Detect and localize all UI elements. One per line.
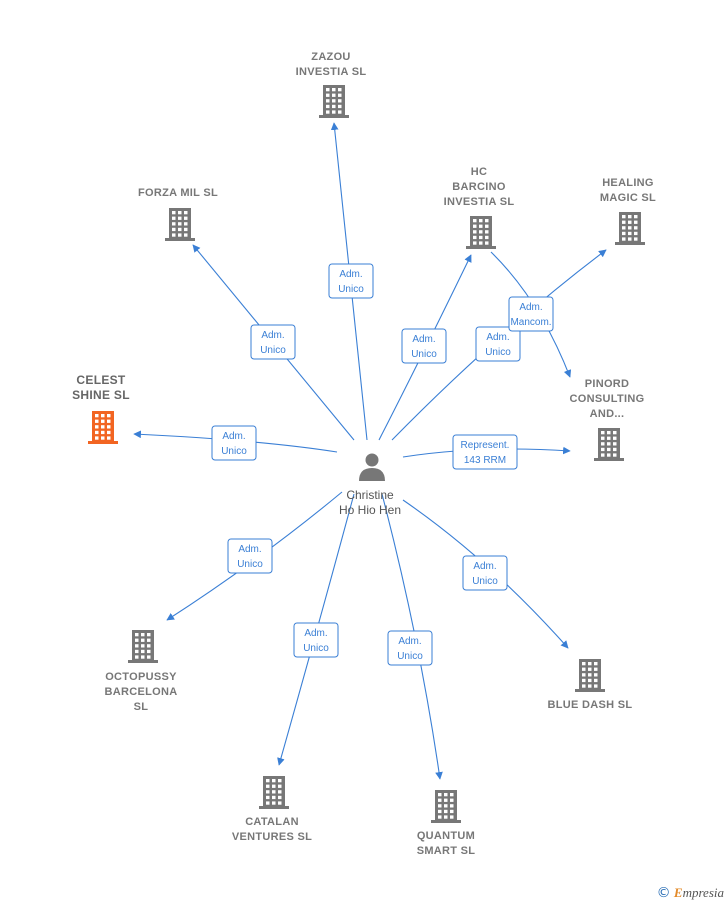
company-name-label: HC <box>471 166 488 178</box>
edge-label-box <box>293 622 339 658</box>
building-icon <box>594 428 624 461</box>
company-node-catalan[interactable]: CATALAN VENTURES SL <box>232 776 312 843</box>
edge-label-text: Unico <box>260 345 286 356</box>
company-name-label: HEALING <box>602 177 654 189</box>
edge-label-text: Mancom. <box>510 317 551 328</box>
person-name-label: Ho Hio Hen <box>339 503 401 517</box>
company-name-label: CONSULTING <box>570 393 645 405</box>
edge-label-text: Adm. <box>339 269 362 280</box>
company-node-hcbarcino[interactable]: HC BARCINO INVESTIA SL <box>444 166 515 249</box>
edge-label-pinord[interactable]: Adm. Mancom. <box>508 296 554 332</box>
edge-label-text: Represent. <box>461 440 510 451</box>
edge-label-zazou[interactable]: Adm. Unico <box>328 263 374 299</box>
edge-label-healing[interactable]: Adm. Unico <box>475 326 521 362</box>
edge-label-catalan[interactable]: Adm. Unico <box>293 622 339 658</box>
company-name-label: FORZA MIL SL <box>138 187 218 199</box>
person-name-label: Christine <box>346 488 394 502</box>
edge-label-pinord[interactable]: Represent. 143 RRM <box>452 434 518 470</box>
edge-label-text: 143 RRM <box>464 455 506 466</box>
company-name-label: SHINE SL <box>72 388 130 402</box>
copyright-icon: © <box>656 885 671 901</box>
edge-label-text: Adm. <box>398 636 421 647</box>
building-icon <box>466 216 496 249</box>
edge-label-text: Adm. <box>304 628 327 639</box>
edge-label-box <box>452 434 518 470</box>
edge-label-box <box>462 555 508 591</box>
edge-label-text: Unico <box>237 559 263 570</box>
edge-label-box <box>475 326 521 362</box>
person-icon <box>359 453 385 481</box>
edge-label-text: Unico <box>411 349 437 360</box>
edge-label-text: Adm. <box>238 544 261 555</box>
edge-label-text: Adm. <box>261 330 284 341</box>
company-name-label: CATALAN <box>245 816 299 828</box>
company-name-label: AND... <box>590 408 625 420</box>
building-icon <box>259 776 289 809</box>
company-name-label: INVESTIA SL <box>296 66 367 78</box>
company-name-label: OCTOPUSSY <box>105 671 177 683</box>
company-node-pinord[interactable]: PINORD CONSULTING AND... <box>570 378 645 461</box>
company-name-label: SMART SL <box>417 845 476 857</box>
edge-label-text: Adm. <box>519 302 542 313</box>
edge-label-box <box>508 296 554 332</box>
edge-label-text: Adm. <box>412 334 435 345</box>
building-icon <box>319 85 349 118</box>
edge-label-text: Adm. <box>473 561 496 572</box>
edge-label-hcbarcino[interactable]: Adm. Unico <box>401 328 447 364</box>
brand-logo: © Empresia <box>657 885 724 901</box>
building-icon <box>615 212 645 245</box>
company-node-quantum[interactable]: QUANTUM SMART SL <box>417 790 476 857</box>
building-icon <box>431 790 461 823</box>
company-node-octopussy[interactable]: OCTOPUSSY BARCELONA SL <box>105 630 178 713</box>
edge-label-bluedash[interactable]: Adm. Unico <box>462 555 508 591</box>
edge-label-box <box>387 630 433 666</box>
company-name-label: MAGIC SL <box>600 192 656 204</box>
edge-line-zazou <box>330 122 368 441</box>
company-node-forza[interactable]: FORZA MIL SL <box>138 187 218 241</box>
edge-label-celest[interactable]: Adm. Unico <box>211 425 257 461</box>
company-node-bluedash[interactable]: BLUE DASH SL <box>548 659 633 711</box>
building-icon <box>128 630 158 663</box>
company-node-healing[interactable]: HEALING MAGIC SL <box>600 177 656 245</box>
company-name-label: BARCELONA <box>105 686 178 698</box>
edge-label-text: Unico <box>221 446 247 457</box>
edge-label-box <box>250 324 296 360</box>
edge-label-octopussy[interactable]: Adm. Unico <box>227 538 273 574</box>
company-node-zazou[interactable]: ZAZOU INVESTIA SL <box>296 51 367 118</box>
edge-label-text: Unico <box>472 576 498 587</box>
company-name-label: BLUE DASH SL <box>548 699 633 711</box>
edge-label-box <box>328 263 374 299</box>
company-name-label: SL <box>134 701 149 713</box>
edge-label-box <box>227 538 273 574</box>
edge-label-text: Adm. <box>486 332 509 343</box>
edge-label-box <box>401 328 447 364</box>
building-icon <box>575 659 605 692</box>
company-name-label: ZAZOU <box>311 51 350 63</box>
company-name-label: VENTURES SL <box>232 831 312 843</box>
edge-label-text: Unico <box>303 643 329 654</box>
building-icon <box>88 411 118 444</box>
edge-label-text: Unico <box>397 651 423 662</box>
edge-label-box <box>211 425 257 461</box>
building-icon <box>165 208 195 241</box>
company-name-label: PINORD <box>585 378 630 390</box>
company-name-label: CELEST <box>76 373 126 387</box>
company-name-label: QUANTUM <box>417 830 475 842</box>
edge-label-quantum[interactable]: Adm. Unico <box>387 630 433 666</box>
brand-name: Empresia <box>673 885 724 900</box>
company-name-label: BARCINO <box>452 181 506 193</box>
edge-label-text: Adm. <box>222 431 245 442</box>
edge-label-text: Unico <box>485 347 511 358</box>
edge-label-text: Unico <box>338 284 364 295</box>
company-name-label: INVESTIA SL <box>444 196 515 208</box>
edge-label-forza[interactable]: Adm. Unico <box>250 324 296 360</box>
